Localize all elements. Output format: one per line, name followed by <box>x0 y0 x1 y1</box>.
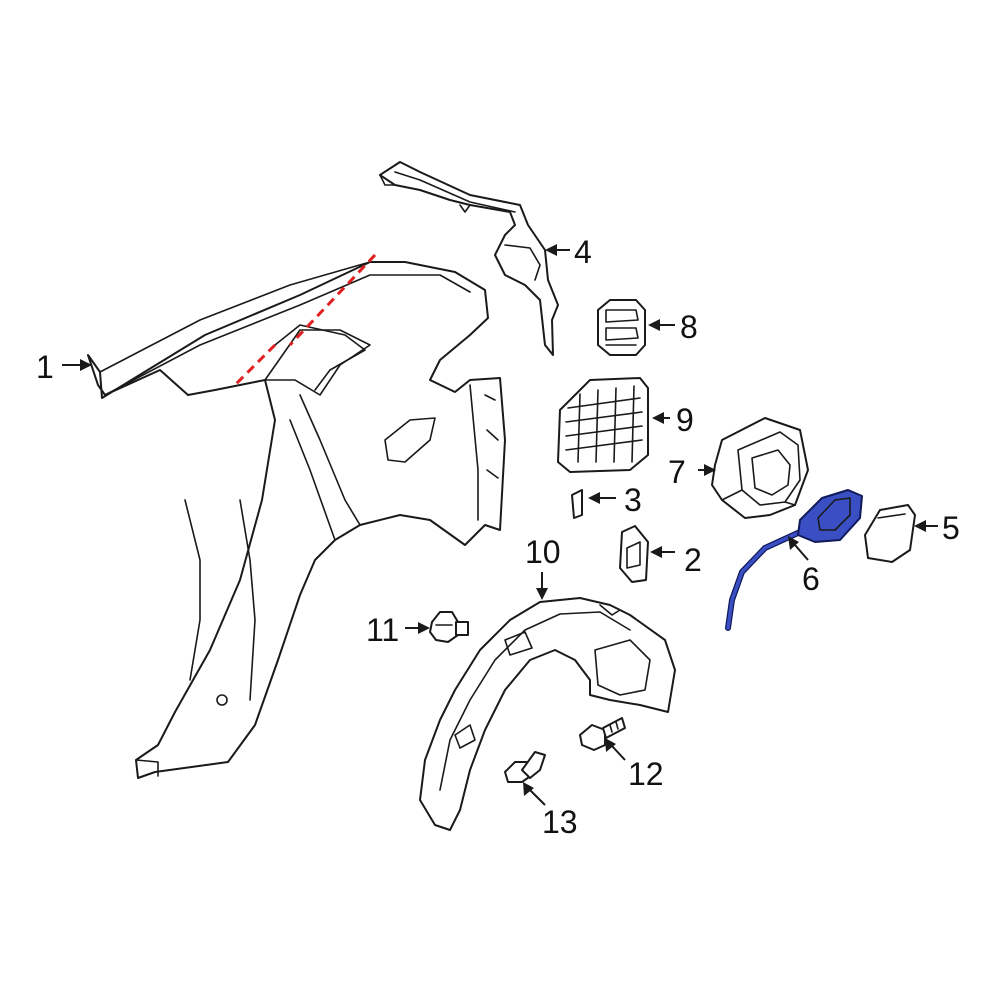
callout-12: 12 <box>628 756 664 792</box>
nut-part[interactable] <box>429 611 469 643</box>
push-clip-part[interactable] <box>504 751 546 783</box>
filler-housing-part[interactable] <box>711 417 809 519</box>
quarter-panel-part[interactable] <box>87 261 506 779</box>
fuel-door-part[interactable] <box>725 489 863 631</box>
cut-line-lower <box>233 343 277 387</box>
callout-10: 10 <box>525 534 561 570</box>
leader-lines <box>62 244 938 806</box>
grille-part[interactable] <box>557 377 649 473</box>
callout-4: 4 <box>574 234 592 270</box>
vent-part[interactable] <box>597 299 646 356</box>
callout-5: 5 <box>942 510 960 546</box>
clip-part[interactable] <box>571 489 583 519</box>
bracket-part[interactable] <box>379 161 559 356</box>
door-lid-part[interactable] <box>864 504 916 563</box>
pad-part[interactable] <box>619 525 649 583</box>
callout-11: 11 <box>366 612 399 648</box>
callout-13: 13 <box>542 804 578 840</box>
callout-1: 1 <box>36 349 54 385</box>
cut-line-upper <box>288 253 377 347</box>
bolt-part[interactable] <box>579 717 626 751</box>
callout-3: 3 <box>624 482 642 518</box>
liner-part[interactable] <box>419 597 676 831</box>
callout-8: 8 <box>680 309 698 345</box>
callout-6: 6 <box>802 561 820 597</box>
callout-9: 9 <box>676 402 694 438</box>
callout-7: 7 <box>668 454 686 490</box>
callout-2: 2 <box>684 542 702 578</box>
